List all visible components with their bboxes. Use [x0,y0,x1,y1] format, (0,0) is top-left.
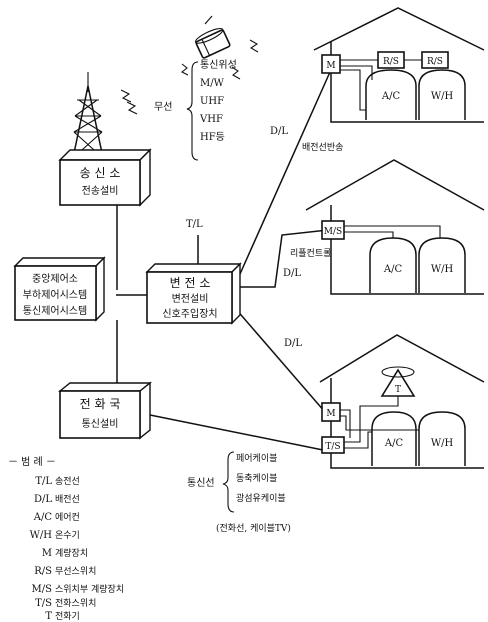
wireless-item-mw: M/W [200,78,225,89]
house-middle: M/S A/C W/H [306,160,484,294]
legend-key: M [42,548,52,559]
house-bottom-meter-label: M [326,409,335,419]
transmit-station-title: 송 신 소 [80,166,121,180]
telephone-office-equipment: 통신설비 [82,418,119,430]
comm-lines-label: 통신선 [187,477,215,489]
house-middle-wh-label: W/H [431,264,454,275]
house-top-meter-label: M [326,61,335,71]
telephone-office-title: 전 화 국 [80,397,121,411]
distribution-line-top-label: D/L [270,126,288,137]
substation-box: 변 전 소 변전설비 신호주입장치 [147,264,240,323]
distribution-line-middle-label: D/L [283,268,301,279]
wireless-item-vhf: VHF [199,114,223,125]
central-control-box: 중앙제어소 부하제어시스템 통신제어시스템 [15,258,104,320]
legend-desc: 무선스위치 [55,565,96,577]
comm-item-fiber: 광섬유케이블 [236,492,286,504]
house-top-rs-ac-label: R/S [383,57,399,67]
comm-lines-brace [223,452,234,512]
legend-key: M/S [32,584,53,595]
house-bottom-ts-label: T/S [325,442,340,452]
comm-item-pair: 페어케이블 [236,453,277,464]
telephone-line [150,415,323,450]
substation-title: 변 전 소 [170,276,211,290]
legend-desc: 계량장치 [55,547,88,559]
transmit-station-box: 송 신 소 전송설비 [60,150,150,205]
legend-key: T [45,611,52,622]
telephone-office-box: 전 화 국 통신설비 [60,383,150,438]
house-bottom-wh-label: W/H [431,438,454,449]
ripple-control-note: 리플컨트롤 [290,248,331,259]
house-top: M R/S R/S A/C W/H [314,8,484,122]
legend-desc: 온수기 [55,530,80,541]
comm-item-coax: 동축케이블 [236,473,277,484]
legend-key: D/L [34,494,52,505]
telephone-icon: T [382,367,414,396]
legend-desc: 배전선 [55,494,80,505]
distribution-line-bottom-label: D/L [284,338,302,349]
legend-key: R/S [34,566,52,577]
comm-lines-note: (전화선, 케이블TV) [216,523,291,534]
legend-title: － 범 례 － [8,456,56,468]
house-top-wh-label: W/H [431,91,454,102]
wireless-item-satellite: 통신위성 [200,58,237,71]
legend-desc: 전화스위치 [55,597,96,609]
house-middle-ac-label: A/C [383,264,403,275]
house-top-rs-wh-label: R/S [427,57,443,67]
legend-key: W/H [30,530,53,541]
legend-key: A/C [33,512,53,523]
house-bottom-ac-label: A/C [384,438,404,449]
radio-wave-icon [121,90,137,114]
wireless-item-uhf: UHF [200,96,224,107]
central-control-load-system: 부하제어시스템 [23,288,87,301]
transmit-station-equipment: 전송설비 [82,185,119,197]
transmission-line-label: T/L [186,219,203,230]
legend-desc: 에어컨 [55,512,80,523]
wireless-label: 무선 [154,101,172,113]
legend-desc: 송전선 [55,476,80,487]
legend-desc: 스위치부 계량장치 [55,583,124,595]
central-control-comm-system: 통신제어시스템 [23,305,87,317]
house-top-ac-label: A/C [381,91,401,102]
central-control-title: 중앙제어소 [32,273,78,285]
legend-key: T/S [35,598,52,609]
transmission-tower-icon [73,72,103,158]
legend-key: T/L [35,476,52,487]
power-line-carrier-note: 배전선반송 [302,142,343,153]
wireless-brace [187,62,198,160]
wireless-item-hf: HF등 [200,131,225,143]
legend-desc: 전화기 [55,611,80,622]
house-bottom-phone-label: T [395,385,401,395]
house-bottom: M T/S T A/C W/H [320,335,484,468]
legend: － 범 례 － T/L 송전선 D/L 배전선 A/C 에어컨 W/H 온수기 … [8,456,124,622]
house-middle-ms-label: M/S [324,227,342,237]
substation-equipment: 변전설비 [172,293,209,305]
substation-signal-injector: 신호주입장치 [162,307,217,320]
distribution-line-bottom [235,308,325,412]
